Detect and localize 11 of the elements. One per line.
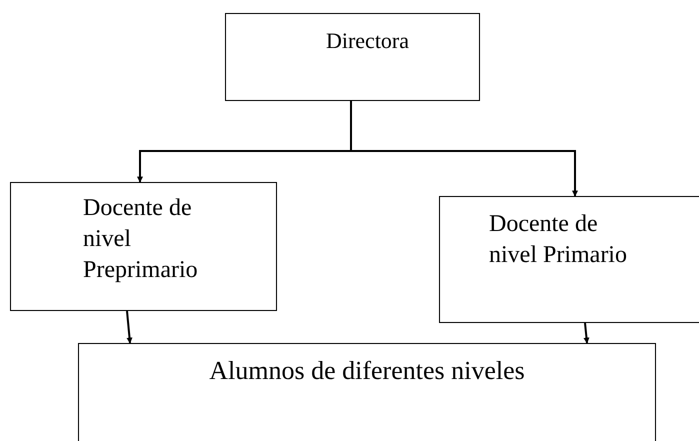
arrow [583, 322, 590, 344]
box-label: Docente de nivel Primario [489, 210, 628, 270]
org-box [78, 343, 656, 441]
org-box [10, 182, 277, 311]
box-label: Alumnos de diferentes niveles [209, 356, 525, 386]
box-label: Directora [326, 28, 410, 54]
arrow [126, 310, 132, 344]
org-box [225, 13, 480, 101]
box-label: Docente de nivel Preprimario [83, 194, 199, 285]
org-box [439, 196, 699, 323]
arrow [350, 101, 578, 197]
